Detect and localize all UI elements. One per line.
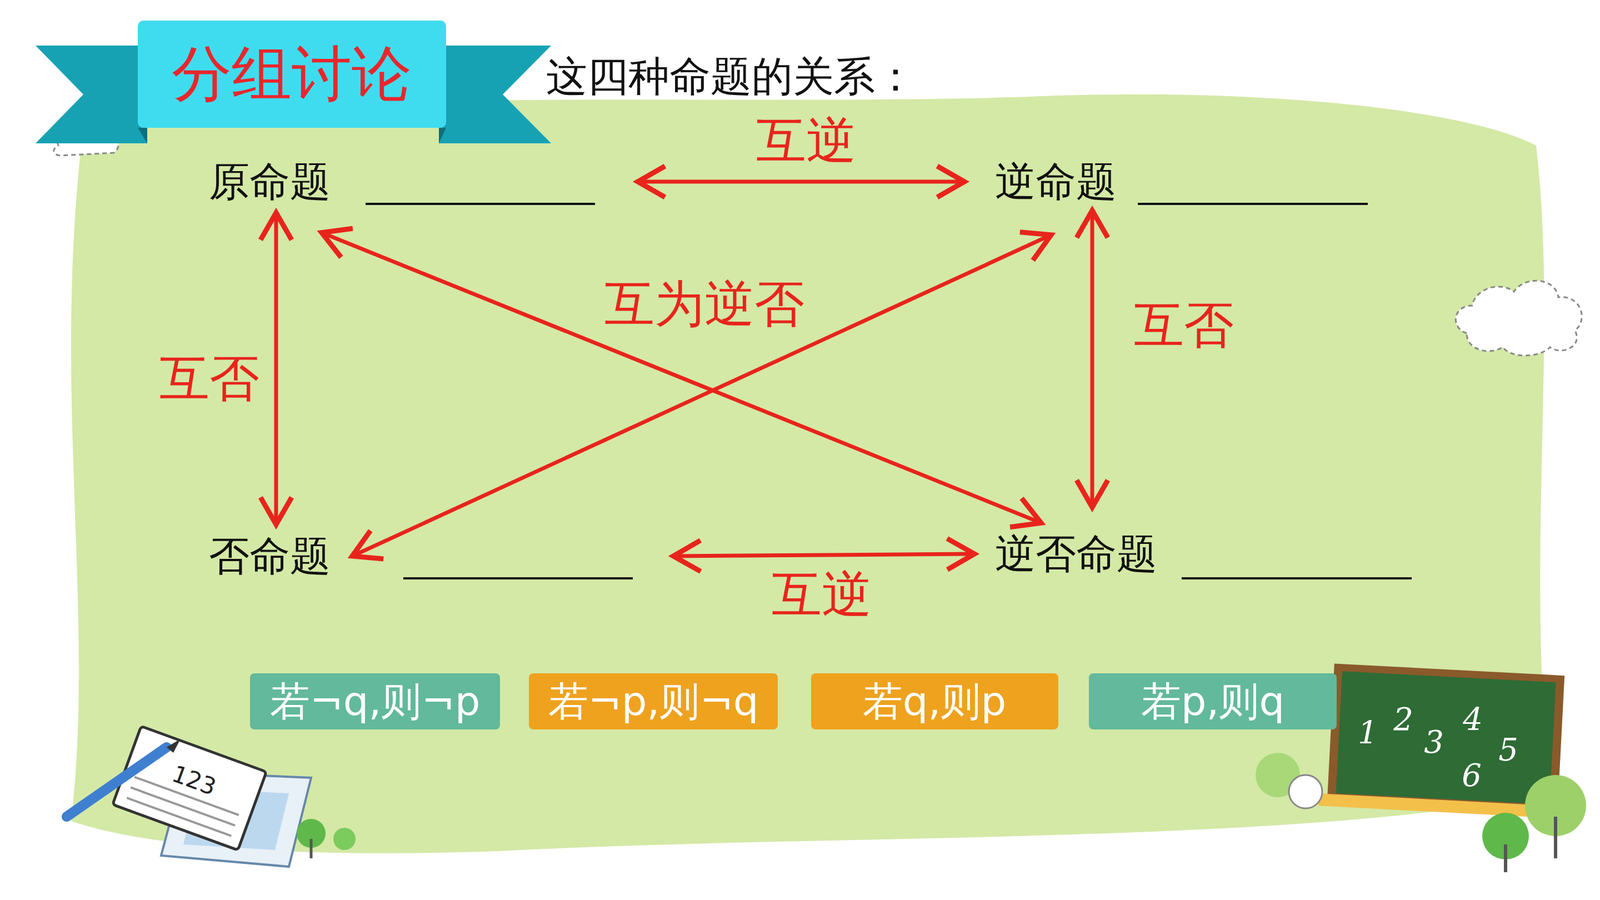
proposition: 逆否命题 <box>995 529 1158 579</box>
node-text: 逆命题 <box>995 157 1117 207</box>
double-arrow <box>1090 210 1095 508</box>
node-text: 若q,则p <box>862 677 1007 725</box>
relation-label: 互否 <box>156 350 263 406</box>
relation-label: 互为逆否 <box>601 276 808 332</box>
double-arrow <box>352 235 1052 557</box>
relation-label: 互否 <box>1130 297 1238 353</box>
chalk-number: 1 <box>1357 715 1378 750</box>
book-and-pencil <box>66 726 356 867</box>
proposition: 逆命题 <box>995 157 1117 207</box>
subtitle: 这四种命题的关系： <box>546 53 917 99</box>
double-arrow <box>321 232 1042 523</box>
node-text: 若p,则q <box>1141 677 1285 725</box>
formula-tag: 若¬q,则¬p <box>250 673 500 730</box>
banner <box>35 20 552 144</box>
green-blob <box>71 94 1550 854</box>
node-text: 原命题 <box>208 157 331 207</box>
node-text: 逆否命题 <box>995 529 1158 579</box>
relation-label: 互逆 <box>768 566 875 622</box>
banner-title: 分组讨论 <box>171 41 412 108</box>
proposition: 否命题 <box>208 531 331 581</box>
double-arrow <box>274 212 279 525</box>
node-text: 若¬q,则¬p <box>270 677 481 725</box>
chalk-number: 2 <box>1393 702 1414 737</box>
blank-line <box>365 203 1412 579</box>
double-arrow <box>673 553 975 557</box>
formula-tag: 若q,则p <box>811 673 1059 730</box>
chalk-number: 5 <box>1498 732 1519 768</box>
relation-label: 互逆 <box>752 112 860 168</box>
node-text: 若¬p,则¬q <box>548 677 759 725</box>
node-text: 否命题 <box>208 531 331 581</box>
chalk-number: 6 <box>1461 758 1482 793</box>
chalk-number: 4 <box>1462 702 1483 737</box>
double-arrow <box>637 180 965 184</box>
proposition: 原命题 <box>208 157 331 207</box>
formula-tag: 若¬p,则¬q <box>528 673 778 730</box>
formula-tag: 若p,则q <box>1088 673 1337 730</box>
chalk-number: 3 <box>1423 725 1444 760</box>
